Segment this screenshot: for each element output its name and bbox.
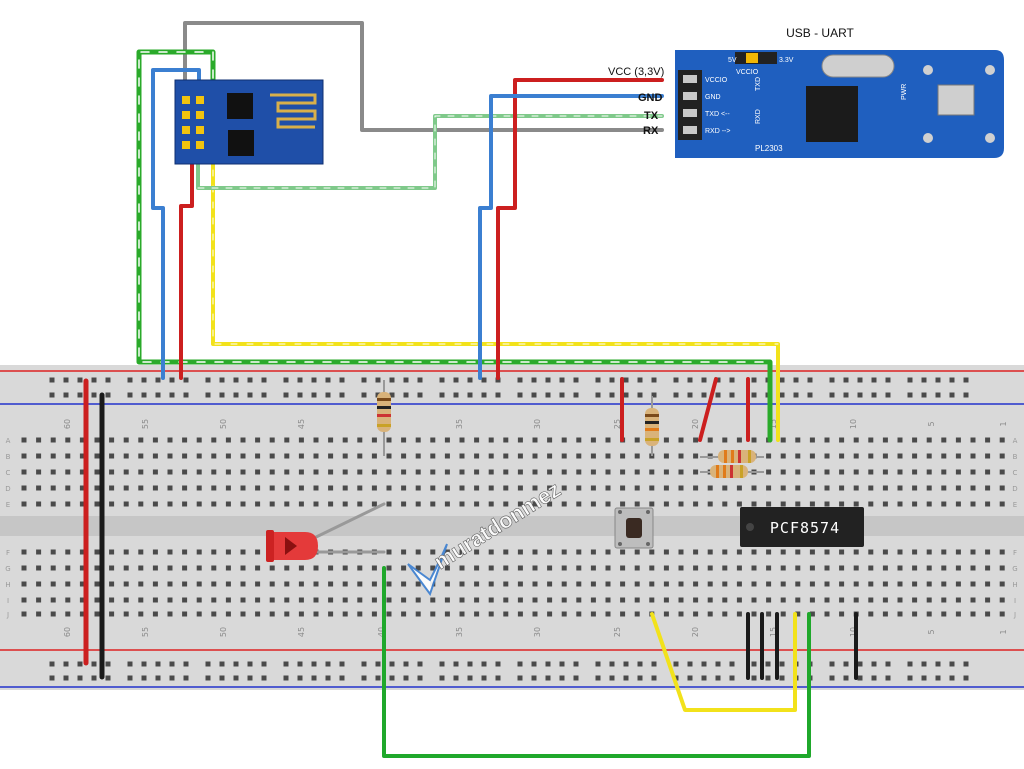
esp-chip bbox=[227, 93, 253, 119]
jumper-label-vccio: VCCIO bbox=[736, 69, 759, 76]
jumper-label-5v: 5V bbox=[728, 57, 737, 64]
red-jumper-2 bbox=[698, 377, 718, 442]
column-number: 10 bbox=[849, 627, 858, 637]
row-letter: I bbox=[1014, 597, 1016, 605]
red-wire-esp bbox=[179, 150, 194, 380]
green-wire-bottom bbox=[382, 566, 811, 758]
antenna-trace bbox=[270, 93, 317, 129]
column-number: 45 bbox=[297, 419, 306, 429]
row-letter: I bbox=[7, 597, 9, 605]
row-letter: F bbox=[1013, 549, 1017, 557]
uart-pin-label-4: RXD --> bbox=[705, 128, 730, 135]
row-letter: G bbox=[1012, 565, 1017, 573]
row-letter: D bbox=[5, 485, 10, 493]
row-letter: C bbox=[6, 469, 11, 477]
pcf8574-chip: PCF8574 bbox=[740, 507, 864, 547]
column-number: 15 bbox=[769, 419, 778, 429]
column-number: 1 bbox=[999, 629, 1008, 634]
column-number: 20 bbox=[691, 419, 700, 429]
usb-uart-title: USB - UART bbox=[786, 26, 854, 40]
resistor-led bbox=[377, 380, 391, 456]
row-letter: A bbox=[1013, 437, 1018, 445]
blue-wire-gnd bbox=[478, 94, 664, 380]
row-letter: H bbox=[1012, 581, 1017, 589]
yellow-wire-bottom bbox=[650, 612, 797, 712]
row-letter: H bbox=[5, 581, 10, 589]
column-number: 35 bbox=[455, 627, 464, 637]
column-number: 35 bbox=[455, 419, 464, 429]
row-letter: B bbox=[1013, 453, 1018, 461]
green-white-wire-tx bbox=[196, 114, 664, 190]
column-number: 5 bbox=[927, 421, 936, 426]
row-letter: J bbox=[1013, 611, 1016, 619]
uart-connection-labels: VCC (3,3V) GND TX RX bbox=[608, 66, 664, 137]
row-letter: J bbox=[6, 611, 9, 619]
column-number: 25 bbox=[613, 419, 622, 429]
mini-usb-connector bbox=[937, 84, 975, 116]
uart-pin-label-2: GND bbox=[705, 94, 721, 101]
column-number: 60 bbox=[63, 627, 72, 637]
resistor-pullup-2 bbox=[700, 465, 764, 478]
esp-header-pins bbox=[182, 96, 204, 149]
side-label-txd: TXD bbox=[755, 77, 762, 91]
column-number: 20 bbox=[691, 627, 700, 637]
side-label-rxd: RXD bbox=[755, 109, 762, 124]
column-number: 5 bbox=[927, 629, 936, 634]
crystal-oscillator bbox=[821, 54, 895, 78]
row-letter: D bbox=[1012, 485, 1017, 493]
column-number: 50 bbox=[219, 419, 228, 429]
resistors bbox=[377, 380, 764, 478]
uart-header-pins bbox=[683, 75, 697, 134]
column-number: 25 bbox=[613, 627, 622, 637]
label-rx: RX bbox=[643, 125, 659, 137]
uart-pin-label-1: VCCIO bbox=[705, 77, 728, 84]
column-number: 50 bbox=[219, 627, 228, 637]
blue-wire-esp bbox=[151, 68, 201, 380]
label-tx: TX bbox=[644, 110, 659, 122]
watermark-logo-icon bbox=[407, 543, 448, 597]
gray-wire bbox=[183, 21, 664, 132]
led-leg-1 bbox=[308, 502, 386, 542]
column-number: 45 bbox=[297, 627, 306, 637]
jumper-label-33v: 3.3V bbox=[779, 57, 794, 64]
resistor-pullup-1 bbox=[700, 450, 764, 463]
esp01-module bbox=[174, 79, 324, 165]
side-label-pwr: PWR bbox=[901, 84, 908, 100]
column-number: 55 bbox=[141, 627, 150, 637]
push-button bbox=[614, 507, 654, 549]
column-number: 15 bbox=[769, 627, 778, 637]
column-number: 60 bbox=[63, 419, 72, 429]
red-wire-vcc bbox=[496, 78, 664, 380]
row-letter: F bbox=[6, 549, 10, 557]
column-number: 30 bbox=[533, 419, 542, 429]
column-number: 10 bbox=[849, 419, 858, 429]
uart-pin-label-3: TXD <-- bbox=[705, 111, 730, 118]
column-number: 1 bbox=[999, 421, 1008, 426]
column-number: 40 bbox=[377, 627, 386, 637]
chip-label: PL2303 bbox=[755, 144, 783, 153]
row-letter: G bbox=[5, 565, 10, 573]
breadboard-holes bbox=[21, 377, 1005, 681]
usb-uart-module: USB - UART VCCIO GND TXD <-- RXD --> 5V … bbox=[675, 26, 1004, 158]
column-number: 30 bbox=[533, 627, 542, 637]
row-letter: E bbox=[1013, 501, 1017, 509]
red-led bbox=[266, 530, 318, 562]
label-gnd: GND bbox=[638, 92, 663, 104]
label-vcc: VCC (3,3V) bbox=[608, 66, 664, 78]
resistor-button bbox=[645, 396, 659, 456]
row-letter: C bbox=[1013, 469, 1018, 477]
row-letter: B bbox=[6, 453, 11, 461]
ic-label: PCF8574 bbox=[770, 519, 840, 537]
row-letter: A bbox=[6, 437, 11, 445]
row-letter: E bbox=[6, 501, 10, 509]
pl2303-chip bbox=[806, 86, 858, 142]
column-number: 55 bbox=[141, 419, 150, 429]
